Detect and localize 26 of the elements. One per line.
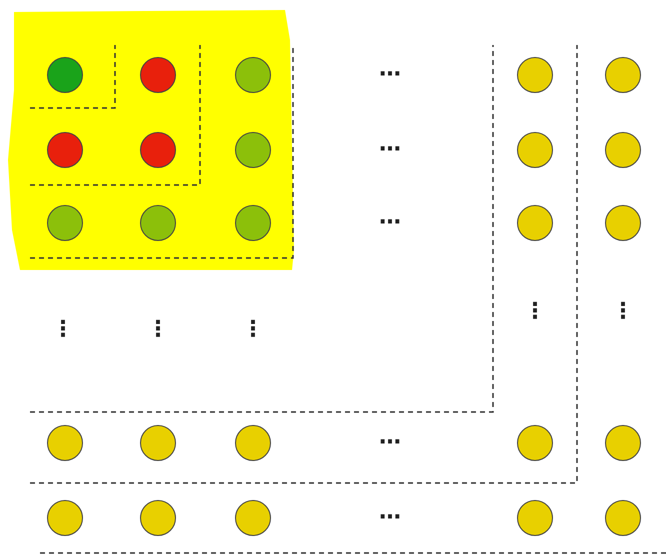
ellipsis: ⋯	[379, 64, 401, 86]
circle-node	[605, 500, 641, 536]
ellipsis: ⋯	[379, 507, 401, 529]
ellipsis: ⋮	[52, 319, 74, 341]
circle-node	[517, 132, 553, 168]
circle-node	[235, 500, 271, 536]
ellipsis: ⋮	[524, 301, 546, 323]
ellipsis: ⋮	[242, 319, 264, 341]
circle-node	[47, 500, 83, 536]
circle-node	[605, 425, 641, 461]
circle-node	[517, 57, 553, 93]
circle-node	[47, 425, 83, 461]
circle-node	[235, 425, 271, 461]
ellipsis: ⋯	[379, 139, 401, 161]
circle-node	[140, 425, 176, 461]
ellipsis: ⋯	[379, 212, 401, 234]
circle-node	[605, 205, 641, 241]
ellipsis: ⋮	[147, 319, 169, 341]
circle-node	[605, 132, 641, 168]
ellipsis: ⋮	[612, 301, 634, 323]
ellipsis: ⋯	[379, 432, 401, 454]
circle-node	[517, 205, 553, 241]
circle-node	[517, 500, 553, 536]
circle-node	[605, 57, 641, 93]
circle-node	[140, 500, 176, 536]
circle-node	[517, 425, 553, 461]
